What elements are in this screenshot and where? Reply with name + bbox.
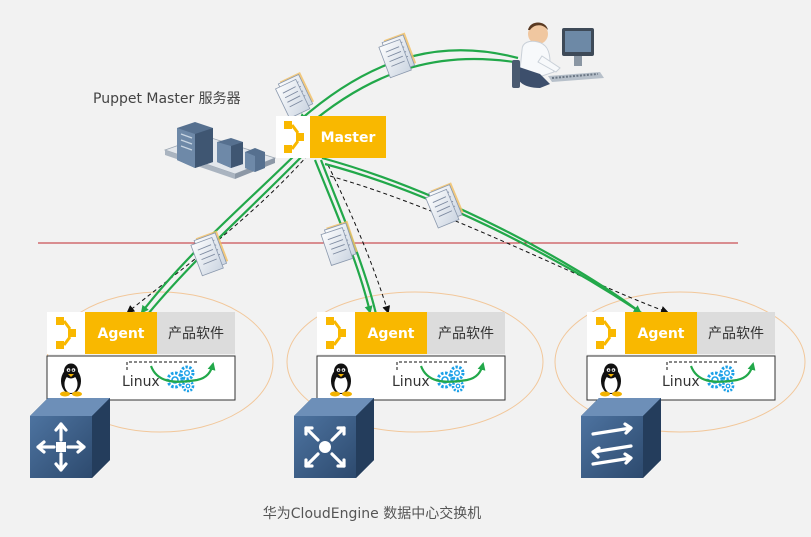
agent-box xyxy=(85,312,157,354)
internal-dashed-line xyxy=(396,361,467,370)
agent-label: Agent xyxy=(637,326,684,342)
product-software-label: 产品软件 xyxy=(438,326,494,342)
agent-area-ellipse-2 xyxy=(286,291,544,433)
internal-dashed-line xyxy=(666,361,737,370)
agent-node-2: Agent 产品软件 Linux xyxy=(294,312,506,478)
agent-box xyxy=(355,312,427,354)
master-box xyxy=(310,116,386,158)
product-software-box xyxy=(697,312,775,354)
agent-label: Agent xyxy=(367,326,414,342)
user-at-computer-icon xyxy=(512,22,604,88)
agent-node-1: Agent 产品软件 Linux xyxy=(30,312,236,478)
router-icon xyxy=(30,398,110,478)
agents-layer: Agent 产品软件 Linux Agent 产品软件 Linux Agent 产品软件 L… xyxy=(30,312,776,478)
internal-flow-arrow xyxy=(419,362,486,383)
agent-box xyxy=(625,312,697,354)
master-node: Master xyxy=(276,116,386,158)
agent-label: Agent xyxy=(97,326,144,342)
linux-label: Linux xyxy=(122,374,160,390)
master-label: Master xyxy=(321,130,376,146)
product-software-label: 产品软件 xyxy=(168,326,224,342)
agent-node-3: Agent 产品软件 Linux xyxy=(581,312,776,478)
linux-label: Linux xyxy=(662,374,700,390)
caption: 华为CloudEngine 数据中心交换机 xyxy=(263,505,481,522)
internal-flow-arrow xyxy=(689,362,756,383)
agent-logo-box xyxy=(587,312,625,354)
internal-flow-arrow xyxy=(149,362,216,383)
linux-label: Linux xyxy=(392,374,430,390)
l2-switch-icon xyxy=(581,398,661,478)
product-software-box xyxy=(427,312,505,354)
agent-area-ellipse-3 xyxy=(554,291,806,433)
product-software-label: 产品软件 xyxy=(708,326,764,342)
core-switch-icon xyxy=(294,398,374,478)
server-label: Puppet Master 服务器 xyxy=(93,91,241,107)
server-rack-icon xyxy=(163,122,277,179)
product-software-box xyxy=(157,312,235,354)
agent-logo-box xyxy=(317,312,355,354)
agent-logo-box xyxy=(47,312,85,354)
internal-dashed-line xyxy=(126,361,197,370)
master-logo-box xyxy=(276,116,310,158)
